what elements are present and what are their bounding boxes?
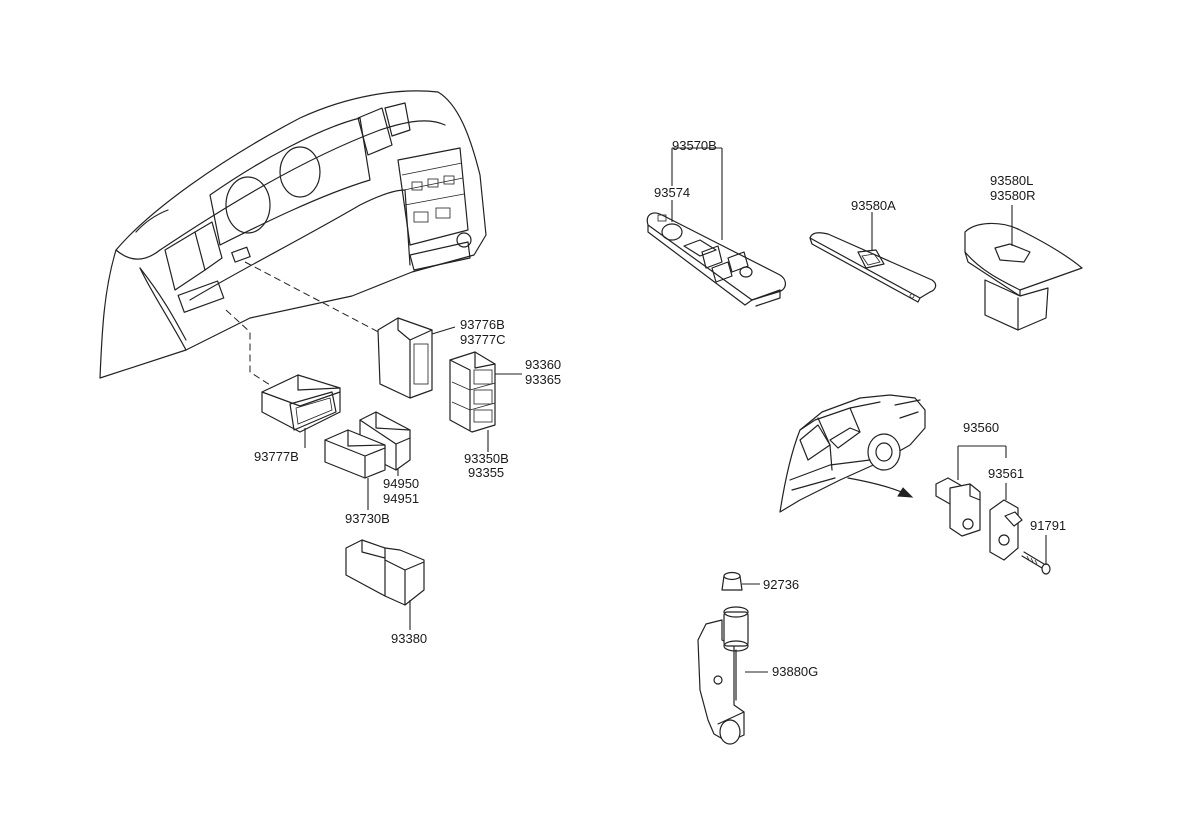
label-93380: 93380 <box>391 631 428 646</box>
part-93560 <box>935 477 981 537</box>
label-93777c: 93777C <box>460 332 506 347</box>
label-92736: 92736 <box>763 577 800 592</box>
car-illustration <box>779 394 926 513</box>
part-92736 <box>721 571 743 591</box>
label-93730b: 93730B <box>345 511 390 526</box>
label-93880g: 93880G <box>772 664 819 679</box>
label-94951: 94951 <box>383 491 420 506</box>
label-93570b: 93570B <box>672 138 717 153</box>
dashboard-illustration <box>99 90 487 379</box>
label-91791: 91791 <box>1030 518 1067 533</box>
label-93777b: 93777B <box>254 449 299 464</box>
part-93380 <box>345 539 425 606</box>
label-93355: 93355 <box>468 465 505 480</box>
label-93580a: 93580A <box>851 198 896 213</box>
part-93360 <box>449 351 496 433</box>
part-93561 <box>989 499 1023 561</box>
part-93880g <box>697 606 749 745</box>
label-93561: 93561 <box>988 466 1025 481</box>
part-93777b <box>261 374 341 433</box>
label-93560: 93560 <box>963 420 1000 435</box>
label-93360: 93360 <box>525 357 562 372</box>
label-93580r: 93580R <box>990 188 1036 203</box>
part-93580l <box>964 222 1083 331</box>
part-93570b <box>646 212 786 307</box>
label-93580l: 93580L <box>990 173 1034 188</box>
label-93574: 93574 <box>654 185 691 200</box>
label-94950: 94950 <box>383 476 420 491</box>
label-93776b: 93776B <box>460 317 505 332</box>
label-93350b: 93350B <box>464 451 509 466</box>
part-93730b <box>324 429 386 479</box>
part-93580a <box>809 232 937 303</box>
part-93776b <box>377 317 433 399</box>
label-93365: 93365 <box>525 372 562 387</box>
